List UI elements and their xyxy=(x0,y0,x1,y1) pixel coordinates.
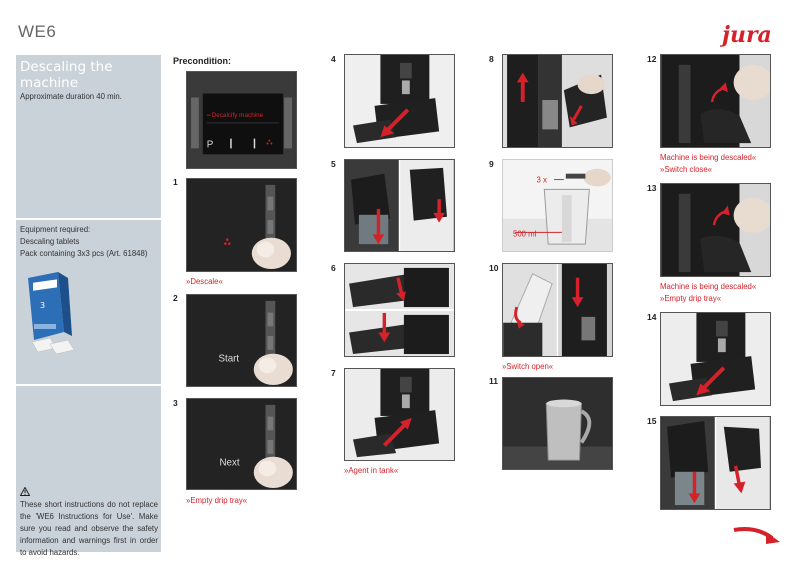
step-number: 4 xyxy=(331,54,336,64)
step-number: 5 xyxy=(331,159,336,169)
step-number: 11 xyxy=(489,376,498,386)
step-8-photo xyxy=(502,54,613,148)
precondition-label: Precondition: xyxy=(173,56,231,66)
step-number: 9 xyxy=(489,159,494,169)
step-6-photo xyxy=(344,263,455,357)
step-10-photo xyxy=(502,263,613,357)
step-number: 8 xyxy=(489,54,494,64)
step-number: 10 xyxy=(489,263,499,273)
step-2-photo: Start xyxy=(186,294,297,387)
step-number: 12 xyxy=(647,54,657,64)
sidebar: Descaling the machine Approximate durati… xyxy=(16,55,161,557)
equipment-item: Descaling tablets xyxy=(20,237,80,246)
sidebar-intro: Descaling the machine Approximate durati… xyxy=(16,55,161,218)
precondition-display-photo: Decalcify machine P xyxy=(186,71,297,169)
equipment-heading: Equipment required: xyxy=(20,225,91,234)
display-text: Decalcify machine xyxy=(212,112,264,119)
warning-icon xyxy=(20,487,30,496)
step-3-photo: Next xyxy=(186,398,297,490)
step-15-photo xyxy=(660,416,771,510)
step-number: 7 xyxy=(331,368,336,378)
step-14-photo xyxy=(660,312,771,406)
screen-next-text: Next xyxy=(219,458,239,469)
step-13-caption-line1: Machine is being descaled« xyxy=(660,282,757,291)
step-number: 1 xyxy=(173,177,178,187)
step-number: 3 xyxy=(173,398,178,408)
step-3-caption: »Empty drip tray« xyxy=(186,496,248,505)
step-12-caption-line2: »Switch close« xyxy=(660,165,713,174)
step-number: 2 xyxy=(173,293,178,303)
descaling-tablet-pack-image: 3 xyxy=(28,272,75,355)
step-1-caption: »Descale« xyxy=(186,277,223,286)
step-12-caption-line1: Machine is being descaled« xyxy=(660,153,757,162)
step-number: 15 xyxy=(647,416,657,426)
sidebar-warning: These short instructions do not replace … xyxy=(16,386,161,557)
step-10-caption: »Switch open« xyxy=(502,362,554,371)
section-title: Descaling the machine xyxy=(20,59,113,91)
sidebar-equipment: Equipment required: Descaling tablets Pa… xyxy=(16,220,161,384)
screen-start-text: Start xyxy=(219,354,240,365)
next-page-arrow-icon xyxy=(733,527,780,544)
equipment-pack: Pack containing 3x3 pcs (Art. 61848) xyxy=(20,249,148,258)
step-number: 13 xyxy=(647,183,657,193)
step-9-photo: 3 x 500 ml xyxy=(502,159,613,252)
document-title: WE6 xyxy=(18,22,57,41)
pack-number: 3 xyxy=(40,301,45,310)
step-number: 14 xyxy=(647,312,657,322)
step-7-photo xyxy=(344,368,455,461)
step-4-photo xyxy=(344,54,455,148)
step-13-photo xyxy=(660,183,771,277)
times-label: 3 x xyxy=(536,176,547,185)
step-7-caption: »Agent in tank« xyxy=(344,466,399,475)
volume-label: 500 ml xyxy=(513,229,537,238)
step-1-photo xyxy=(186,178,297,272)
step-12-photo xyxy=(660,54,771,148)
display-p: P xyxy=(207,139,214,150)
warning-text: These short instructions do not replace … xyxy=(20,500,158,557)
jura-logo: jura xyxy=(720,22,772,48)
step-11-photo xyxy=(502,377,613,470)
step-13-caption-line2: »Empty drip tray« xyxy=(660,294,722,303)
duration-text: Approximate duration 40 min. xyxy=(20,92,122,101)
step-5-photo xyxy=(344,159,455,252)
step-number: 6 xyxy=(331,263,336,273)
logo-text: jura xyxy=(720,22,772,48)
